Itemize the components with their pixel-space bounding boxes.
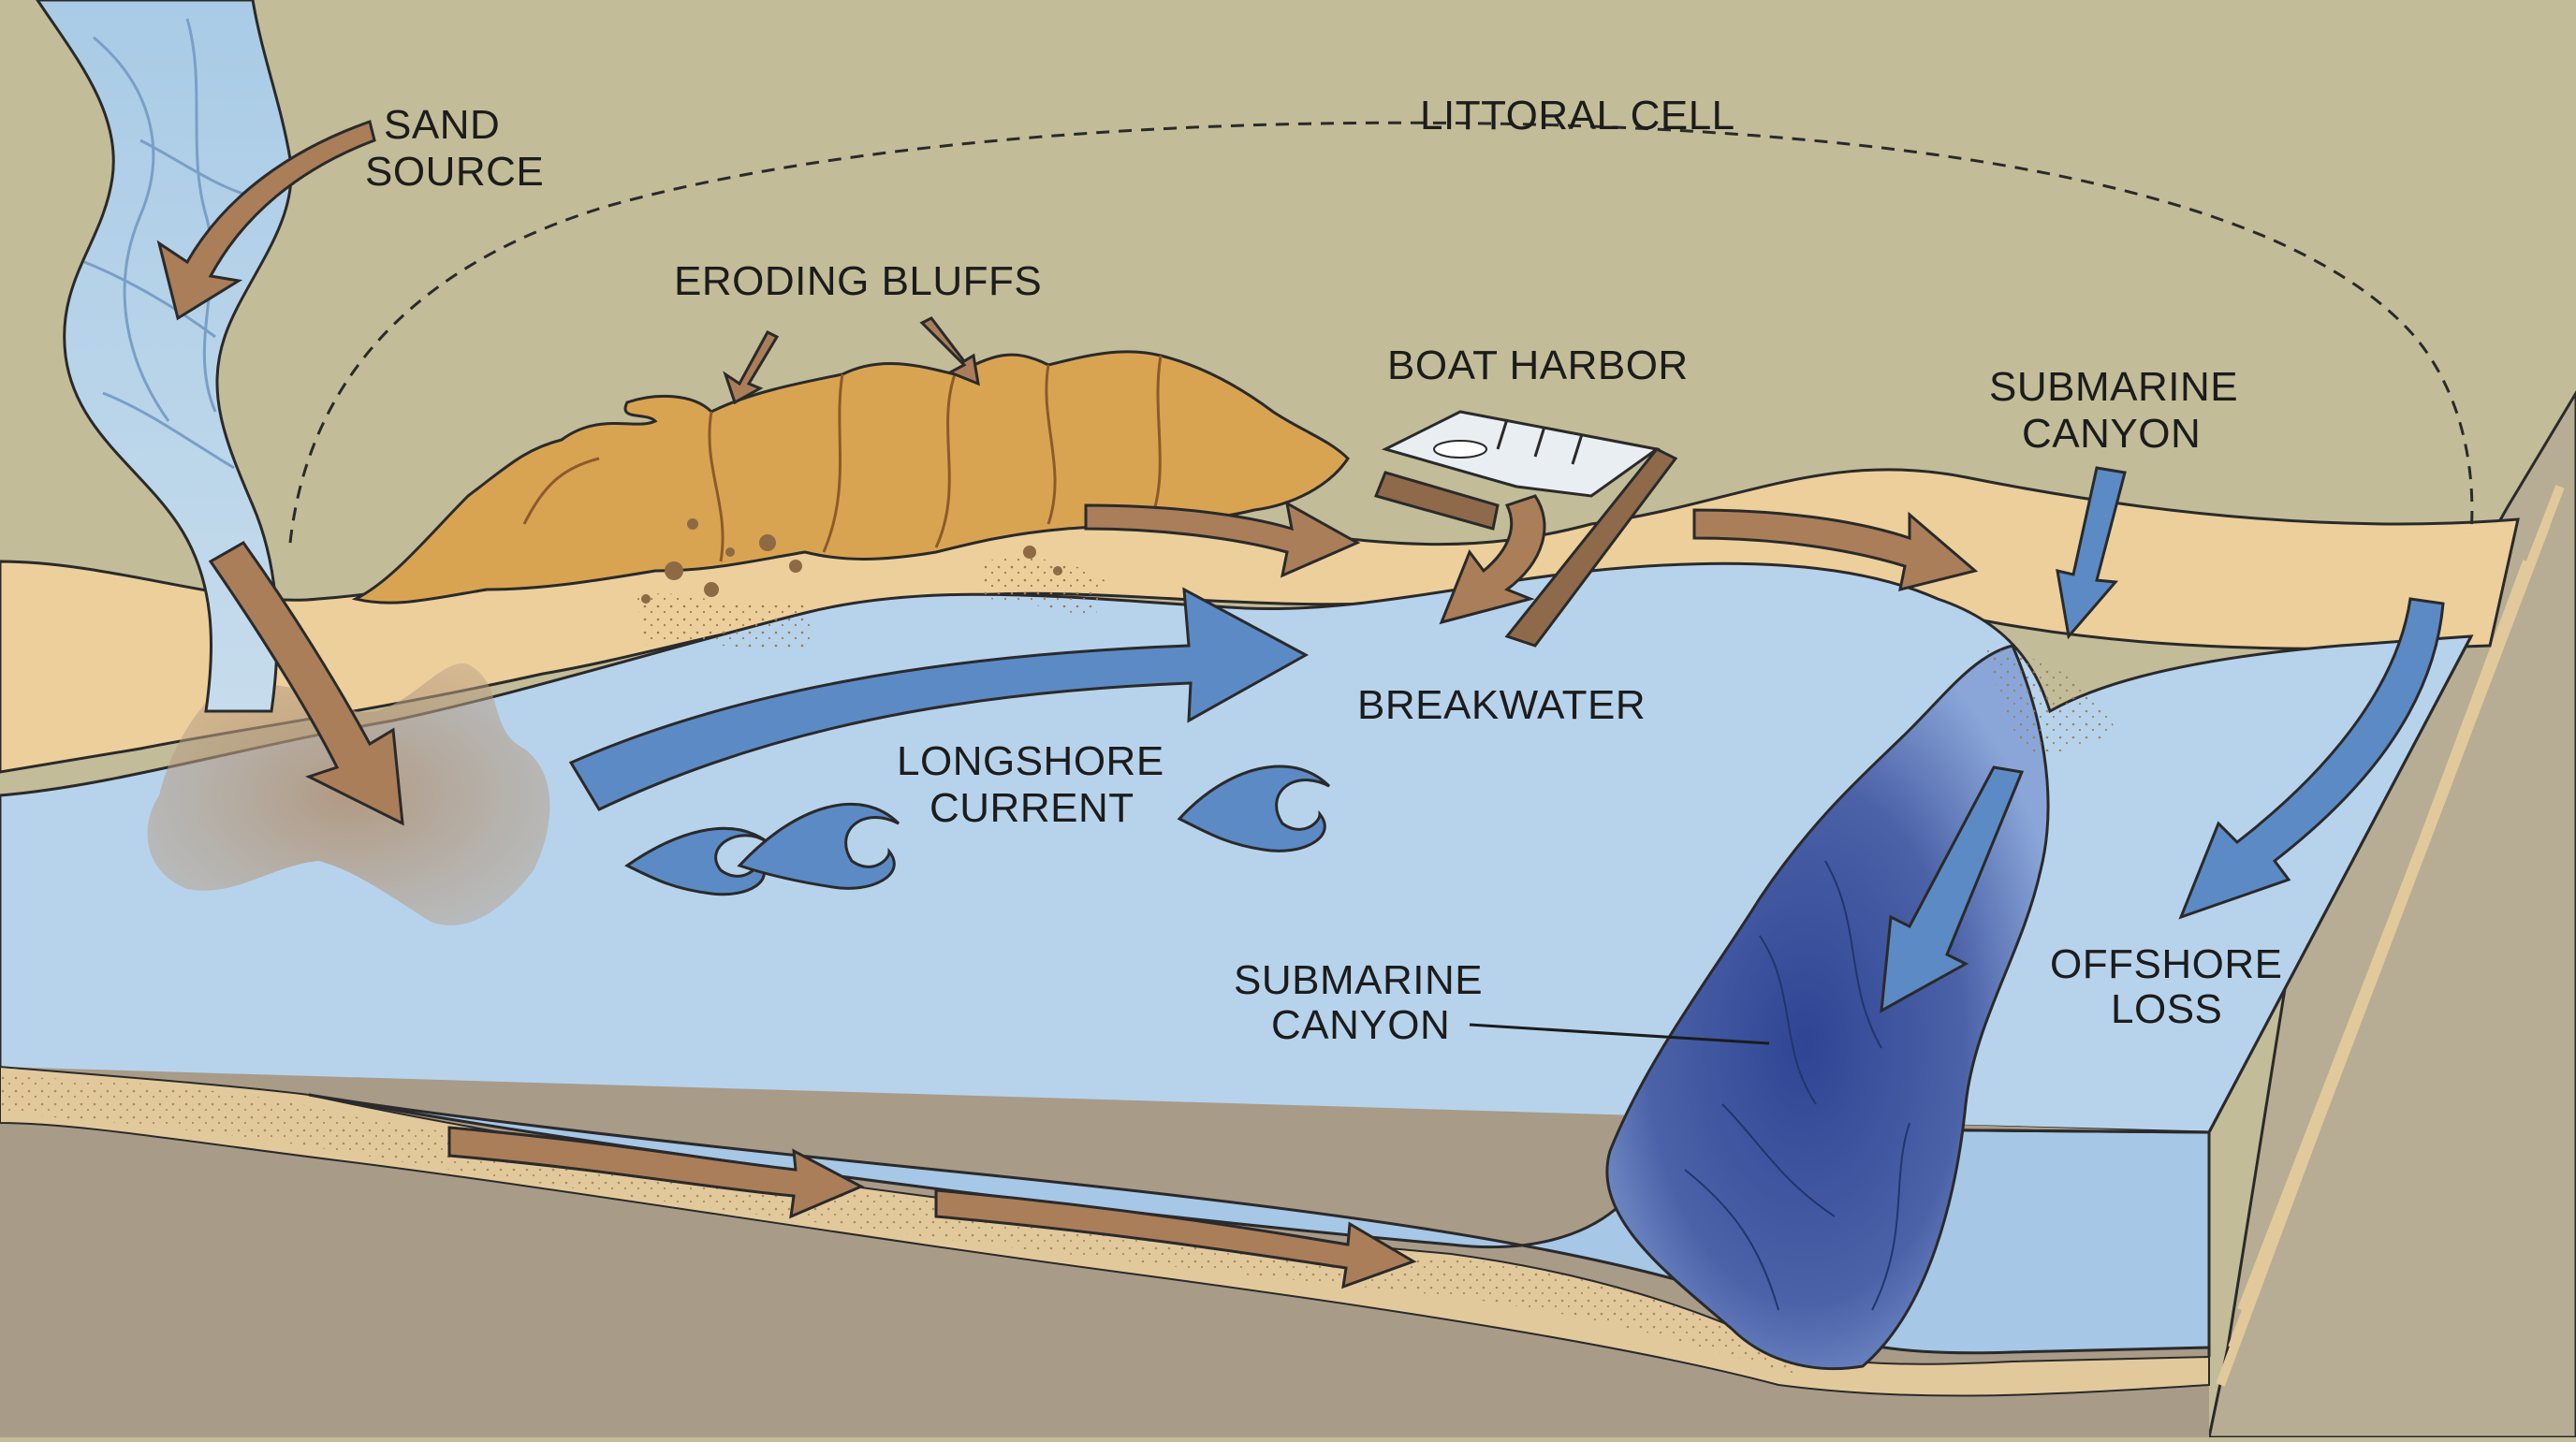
label-sand-source-1: SAND	[384, 102, 500, 148]
label-submarine-canyon-top-1: SUBMARINE	[1989, 364, 2238, 410]
label-offshore-loss-2: LOSS	[2111, 986, 2222, 1032]
label-littoral-cell: LITTORAL CELL	[1420, 93, 1735, 138]
ocean-right-edge	[2207, 635, 2473, 1133]
boat-harbor	[1381, 410, 1661, 498]
bluff-transport-arrow	[1084, 501, 1361, 578]
bluff-gullies	[522, 355, 1163, 562]
submarine-canyon	[1605, 644, 2050, 1371]
bluff-pointer-arrows	[723, 316, 980, 405]
canyon-inflow-arrow	[2056, 466, 2127, 640]
sediment-arrows	[156, 120, 1979, 1289]
boat	[1433, 440, 1487, 459]
river-braids	[83, 18, 254, 470]
wave-2	[737, 802, 900, 890]
current-arrows	[568, 466, 2445, 1013]
canyon-leader-line	[1469, 1023, 1770, 1045]
label-submarine-canyon-top-2: CANYON	[2022, 411, 2201, 457]
label-sand-source-2: SOURCE	[365, 149, 544, 195]
offshore-transport-arrow-2	[934, 1188, 1417, 1289]
label-offshore-loss-1: OFFSHORE	[2050, 941, 2282, 987]
canyon-contours	[1684, 860, 1910, 1311]
longshore-current-arrow	[568, 587, 1310, 811]
downcoast-arrow	[1692, 508, 1979, 592]
label-eroding-bluffs: ERODING BLUFFS	[674, 258, 1042, 304]
wave-1	[624, 826, 768, 896]
label-boat-harbor: BOAT HARBOR	[1387, 342, 1689, 388]
eroding-bluffs	[351, 350, 1350, 604]
river-delivery-arrow	[208, 541, 404, 826]
offshore-transport-arrow-1	[447, 1126, 865, 1219]
label-breakwater: BREAKWATER	[1357, 682, 1646, 728]
label-submarine-canyon-bottom-2: CANYON	[1271, 1002, 1450, 1048]
diagram-labels: SAND SOURCE LITTORAL CELL ERODING BLUFFS…	[365, 93, 2282, 1048]
block-side-strata	[2216, 485, 2565, 1387]
canyon-flow-arrow	[1880, 765, 2025, 1013]
breakwater-south	[1504, 447, 1678, 648]
river-channel	[36, 0, 293, 713]
label-longshore-current-2: CURRENT	[929, 785, 1134, 831]
label-longshore-current-1: LONGSHORE	[897, 738, 1164, 784]
sand-source-arrow	[156, 120, 376, 321]
canyon-head-sand	[1984, 646, 2115, 752]
harbor-bypass-arrow	[1439, 494, 1546, 625]
offshore-loss-arrow	[2178, 597, 2445, 920]
wave-3	[1177, 765, 1331, 852]
waves	[624, 765, 1331, 896]
harbor-docks	[1496, 418, 1584, 465]
bluff-debris	[641, 518, 1062, 604]
bluff-sand-fan	[637, 593, 814, 648]
label-submarine-canyon-bottom-1: SUBMARINE	[1234, 957, 1483, 1003]
breakwater-north	[1373, 471, 1500, 531]
bluff-sand-fan-2	[983, 558, 1105, 618]
